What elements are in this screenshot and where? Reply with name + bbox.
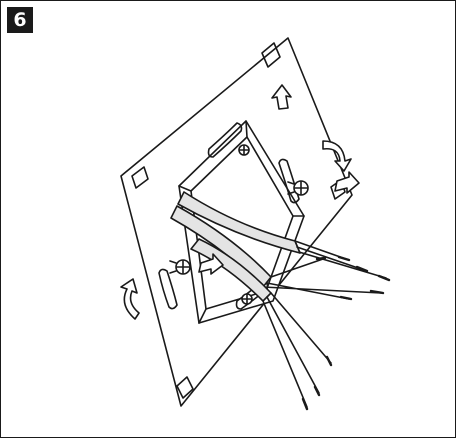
plate-tab-top [261,42,281,68]
screw-icon [287,180,309,196]
plate-tab-bottom [176,376,194,399]
screw-icon [241,293,253,305]
mounting-box-inner [190,136,294,310]
slot-top [207,122,243,158]
rotate-arrow-icon [322,140,352,172]
step-number-badge: 6 [7,7,33,33]
direction-arrow-icon [334,171,360,194]
screw-icon [169,259,191,275]
slot-left [158,268,178,310]
plate-tab-left [131,166,149,189]
screw-icon [238,144,250,156]
rotate-arrow-icon [120,278,140,320]
mounting-box-depth [178,120,305,324]
wire-ends [301,255,391,411]
direction-arrow-icon [198,253,224,275]
direction-arrow-icon [271,84,292,110]
